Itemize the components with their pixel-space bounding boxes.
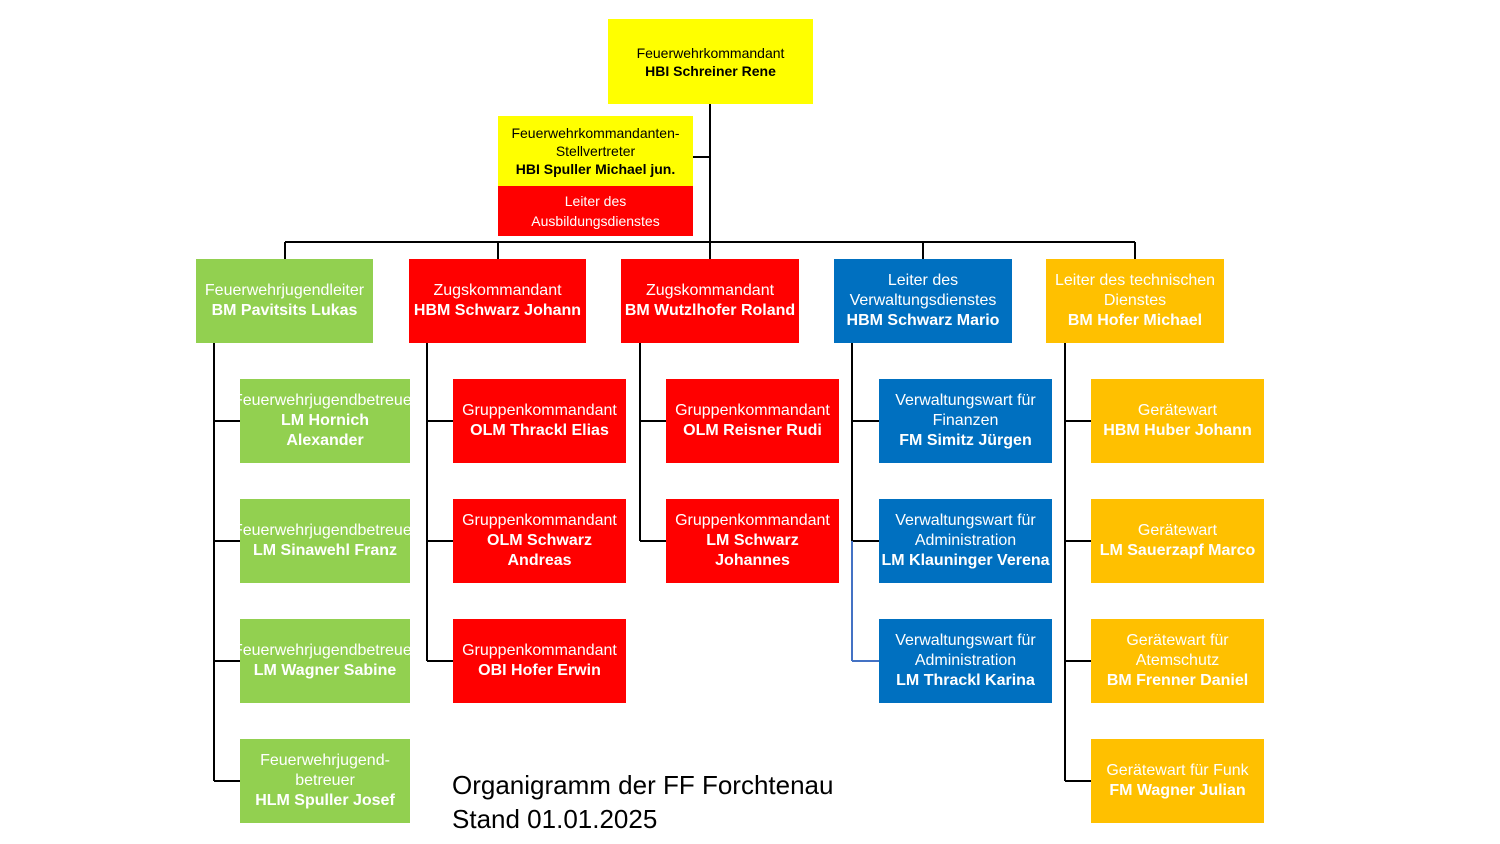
member-box: Verwaltungswart für Administration LM Th… bbox=[879, 619, 1052, 703]
member-role: Feuerwehrjugendbetreuer bbox=[240, 642, 410, 659]
member-name: LM Sinawehl Franz bbox=[252, 542, 397, 559]
member-name: OBI Hofer Erwin bbox=[478, 662, 601, 679]
department-head-administration: Leiter des Verwaltungsdienstes HBM Schwa… bbox=[834, 259, 1012, 343]
member-role: Feuerwehrjugend-betreuer bbox=[260, 752, 390, 789]
department-role: Leiter des Verwaltungsdienstes bbox=[849, 272, 997, 309]
member-box: Gerätewart für Atemschutz BM Frenner Dan… bbox=[1091, 619, 1264, 703]
member-box: Gerätewart HBM Huber Johann bbox=[1091, 379, 1264, 463]
member-name: OLM Schwarz Andreas bbox=[487, 532, 592, 569]
member-name: LM Wagner Sabine bbox=[253, 662, 397, 679]
member-role: Feuerwehrjugendbetreuer bbox=[240, 522, 410, 539]
member-role: Gruppenkommandant bbox=[675, 512, 830, 529]
department-name: HBM Schwarz Johann bbox=[413, 302, 582, 319]
member-name: LM Klauninger Verena bbox=[881, 552, 1050, 569]
member-name: OLM Reisner Rudi bbox=[683, 422, 822, 439]
member-name: LM Hornich Alexander bbox=[281, 412, 369, 449]
deputy-role: Feuerwehrkommandanten-Stellvertreter bbox=[511, 125, 680, 159]
member-box: Gruppenkommandant LM Schwarz Johannes bbox=[666, 499, 839, 583]
member-name: HLM Spuller Josef bbox=[255, 792, 395, 809]
member-box: Verwaltungswart für Administration LM Kl… bbox=[879, 499, 1052, 583]
department-role: Leiter des technischen Dienstes bbox=[1054, 272, 1216, 309]
department-role: Zugskommandant bbox=[645, 282, 775, 299]
department-name: BM Pavitsits Lukas bbox=[211, 302, 358, 319]
member-role: Gerätewart für Atemschutz bbox=[1126, 632, 1229, 669]
member-role: Verwaltungswart für Administration bbox=[895, 632, 1036, 669]
member-box: Feuerwehrjugend-betreuer HLM Spuller Jos… bbox=[240, 739, 410, 823]
member-role: Feuerwehrjugendbetreuer bbox=[240, 392, 410, 409]
member-name: FM Wagner Julian bbox=[1109, 782, 1246, 799]
member-box: Gruppenkommandant OLM Schwarz Andreas bbox=[453, 499, 626, 583]
department-head-technical: Leiter des technischen Dienstes BM Hofer… bbox=[1046, 259, 1224, 343]
deputy-extra-role: Leiter des Ausbildungsdienstes bbox=[531, 193, 660, 229]
department-head-platoon-2: Zugskommandant BM Wutzlhofer Roland bbox=[621, 259, 799, 343]
member-name: HBM Huber Johann bbox=[1103, 422, 1252, 439]
member-role: Gerätewart bbox=[1137, 522, 1218, 539]
department-role: Feuerwehrjugendleiter bbox=[204, 282, 365, 299]
member-name: LM Sauerzapf Marco bbox=[1099, 542, 1256, 559]
chart-caption: Organigramm der FF Forchtenau Stand 01.0… bbox=[452, 768, 833, 836]
member-box: Verwaltungswart für Finanzen FM Simitz J… bbox=[879, 379, 1052, 463]
department-name: BM Hofer Michael bbox=[1067, 312, 1203, 329]
member-role: Gruppenkommandant bbox=[462, 512, 617, 529]
member-role: Gerätewart bbox=[1137, 402, 1218, 419]
commander-box: Feuerwehrkommandant HBI Schreiner Rene bbox=[608, 19, 813, 104]
member-box: Feuerwehrjugendbetreuer LM Hornich Alexa… bbox=[240, 379, 410, 463]
member-box: Feuerwehrjugendbetreuer LM Wagner Sabine bbox=[240, 619, 410, 703]
department-role: Zugskommandant bbox=[433, 282, 562, 299]
member-name: FM Simitz Jürgen bbox=[899, 432, 1032, 449]
member-box: Feuerwehrjugendbetreuer LM Sinawehl Fran… bbox=[240, 499, 410, 583]
member-box: Gruppenkommandant OBI Hofer Erwin bbox=[453, 619, 626, 703]
commander-name: HBI Schreiner Rene bbox=[645, 62, 776, 79]
deputy-box: Feuerwehrkommandanten-Stellvertreter HBI… bbox=[498, 116, 693, 186]
department-head-youth: Feuerwehrjugendleiter BM Pavitsits Lukas bbox=[196, 259, 373, 343]
deputy-extra-role-box: Leiter des Ausbildungsdienstes bbox=[498, 186, 693, 236]
member-name: LM Schwarz Johannes bbox=[706, 532, 799, 569]
member-role: Gerätewart für Funk bbox=[1106, 762, 1249, 779]
caption-title: Organigramm der FF Forchtenau bbox=[452, 770, 834, 800]
member-name: LM Thrackl Karina bbox=[896, 672, 1035, 689]
commander-role: Feuerwehrkommandant bbox=[636, 44, 785, 61]
member-role: Gruppenkommandant bbox=[462, 402, 617, 419]
member-box: Gerätewart für Funk FM Wagner Julian bbox=[1091, 739, 1264, 823]
member-box: Gruppenkommandant OLM Reisner Rudi bbox=[666, 379, 839, 463]
member-box: Gruppenkommandant OLM Thrackl Elias bbox=[453, 379, 626, 463]
member-role: Verwaltungswart für Administration bbox=[895, 512, 1036, 549]
department-head-platoon-1: Zugskommandant HBM Schwarz Johann bbox=[409, 259, 586, 343]
caption-date: Stand 01.01.2025 bbox=[452, 804, 658, 834]
department-name: HBM Schwarz Mario bbox=[846, 312, 1000, 329]
department-name: BM Wutzlhofer Roland bbox=[624, 302, 796, 319]
member-role: Verwaltungswart für Finanzen bbox=[895, 392, 1036, 429]
member-name: BM Frenner Daniel bbox=[1106, 672, 1249, 689]
member-box: Gerätewart LM Sauerzapf Marco bbox=[1091, 499, 1264, 583]
member-role: Gruppenkommandant bbox=[462, 642, 617, 659]
deputy-name: HBI Spuller Michael jun. bbox=[515, 161, 676, 177]
member-name: OLM Thrackl Elias bbox=[470, 422, 609, 439]
member-role: Gruppenkommandant bbox=[675, 402, 830, 419]
